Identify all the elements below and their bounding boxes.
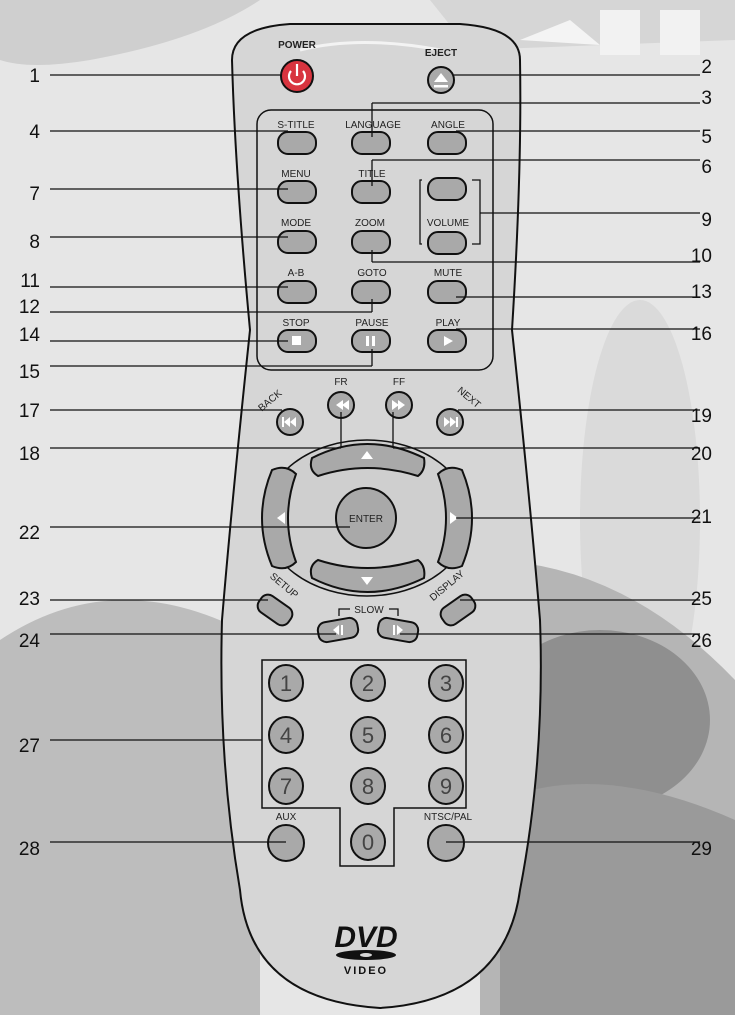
- callout-number: 27: [19, 736, 40, 757]
- play-button[interactable]: [428, 330, 466, 352]
- language-button[interactable]: [352, 132, 390, 154]
- digit-button-2[interactable]: 2: [351, 665, 385, 701]
- mute-label: MUTE: [434, 268, 463, 279]
- ntsc-pal-button[interactable]: [428, 825, 464, 861]
- goto-button[interactable]: [352, 281, 390, 303]
- digit-label: 9: [440, 774, 452, 799]
- digit-button-3[interactable]: 3: [429, 665, 463, 701]
- power-label: POWER: [278, 40, 317, 51]
- next-button[interactable]: [437, 409, 463, 435]
- callout-number: 15: [19, 362, 40, 383]
- enter-label: ENTER: [349, 514, 383, 525]
- digit-label: 2: [362, 671, 374, 696]
- digit-label: 7: [280, 774, 292, 799]
- callout-number: 21: [691, 507, 712, 528]
- callout-number: 9: [701, 210, 712, 231]
- zoom-label: ZOOM: [355, 218, 385, 229]
- callout-number: 19: [691, 406, 712, 427]
- goto-label: GOTO: [357, 268, 386, 279]
- callout-number: 25: [691, 589, 712, 610]
- angle-label: ANGLE: [431, 120, 465, 131]
- video-logo-text: VIDEO: [344, 965, 388, 977]
- s-title-button[interactable]: [278, 132, 316, 154]
- digit-label: 5: [362, 723, 374, 748]
- back-button[interactable]: [277, 409, 303, 435]
- enter-button[interactable]: ENTER: [336, 488, 396, 548]
- mode-button[interactable]: [278, 231, 316, 253]
- title-button[interactable]: [352, 181, 390, 203]
- callout-number: 8: [29, 232, 40, 253]
- callout-number: 24: [19, 631, 41, 652]
- eject-label: EJECT: [425, 48, 457, 59]
- callout-number: 5: [701, 127, 712, 148]
- slow-forward-icon: [393, 625, 395, 635]
- digit-button-4[interactable]: 4: [269, 717, 303, 753]
- power-button[interactable]: [281, 60, 313, 92]
- digit-button-0[interactable]: 0: [351, 824, 385, 860]
- callout-number: 22: [19, 523, 40, 544]
- callout-number: 7: [29, 184, 40, 205]
- stop-label: STOP: [282, 318, 309, 329]
- mute-button[interactable]: [428, 281, 466, 303]
- callout-number: 3: [701, 88, 712, 109]
- callout-number: 20: [691, 444, 712, 465]
- a-b-label: A-B: [288, 268, 305, 279]
- digit-button-8[interactable]: 8: [351, 768, 385, 804]
- digit-label: 1: [280, 671, 292, 696]
- digit-label: 6: [440, 723, 452, 748]
- eject-button[interactable]: [428, 67, 454, 93]
- callout-number: 1: [29, 66, 40, 87]
- aux-button[interactable]: [268, 825, 304, 861]
- pause-label: PAUSE: [355, 318, 388, 329]
- callout-number: 23: [19, 589, 40, 610]
- digit-button-1[interactable]: 1: [269, 665, 303, 701]
- volume-label: VOLUME: [427, 218, 470, 229]
- callout-number: 14: [19, 325, 41, 346]
- digit-button-7[interactable]: 7: [269, 768, 303, 804]
- callout-number: 13: [691, 282, 712, 303]
- language-label: LANGUAGE: [345, 120, 401, 131]
- dvd-logo-text: DVD: [334, 921, 397, 954]
- callout-number: 6: [701, 157, 712, 178]
- callout-number: 29: [691, 839, 712, 860]
- digit-label: 8: [362, 774, 374, 799]
- callout-number: 17: [19, 401, 40, 422]
- menu-label: MENU: [281, 169, 310, 180]
- digit-label: 4: [280, 723, 292, 748]
- volume-down-button[interactable]: [428, 232, 466, 254]
- mode-label: MODE: [281, 218, 311, 229]
- digit-button-6[interactable]: 6: [429, 717, 463, 753]
- ff-label: FF: [393, 377, 405, 388]
- digit-button-9[interactable]: 9: [429, 768, 463, 804]
- pause-button[interactable]: [352, 330, 390, 352]
- callout-number: 4: [29, 122, 40, 143]
- callout-number: 18: [19, 444, 40, 465]
- digit-label: 0: [362, 830, 374, 855]
- directional-pad: ENTER: [262, 440, 472, 596]
- callout-number: 11: [20, 271, 40, 292]
- callout-number: 16: [691, 324, 712, 345]
- stop-icon: [292, 336, 301, 345]
- aux-label: AUX: [276, 812, 297, 823]
- fr-label: FR: [334, 377, 347, 388]
- callout-number: 2: [701, 57, 712, 78]
- slow-label: SLOW: [354, 605, 384, 616]
- angle-button[interactable]: [428, 132, 466, 154]
- ntsc-pal-label: NTSC/PAL: [424, 812, 473, 823]
- menu-button[interactable]: [278, 181, 316, 203]
- callout-number: 12: [19, 297, 40, 318]
- zoom-button[interactable]: [352, 231, 390, 253]
- a-b-button[interactable]: [278, 281, 316, 303]
- fast-forward-button[interactable]: [386, 392, 412, 418]
- volume-up-button[interactable]: [428, 178, 466, 200]
- digit-label: 3: [440, 671, 452, 696]
- play-label: PLAY: [436, 318, 461, 329]
- pause-icon: [366, 336, 369, 346]
- callout-number: 10: [691, 246, 712, 267]
- callout-number: 26: [691, 631, 712, 652]
- callout-number: 28: [19, 839, 40, 860]
- digit-button-5[interactable]: 5: [351, 717, 385, 753]
- s-title-label: S-TITLE: [277, 120, 315, 131]
